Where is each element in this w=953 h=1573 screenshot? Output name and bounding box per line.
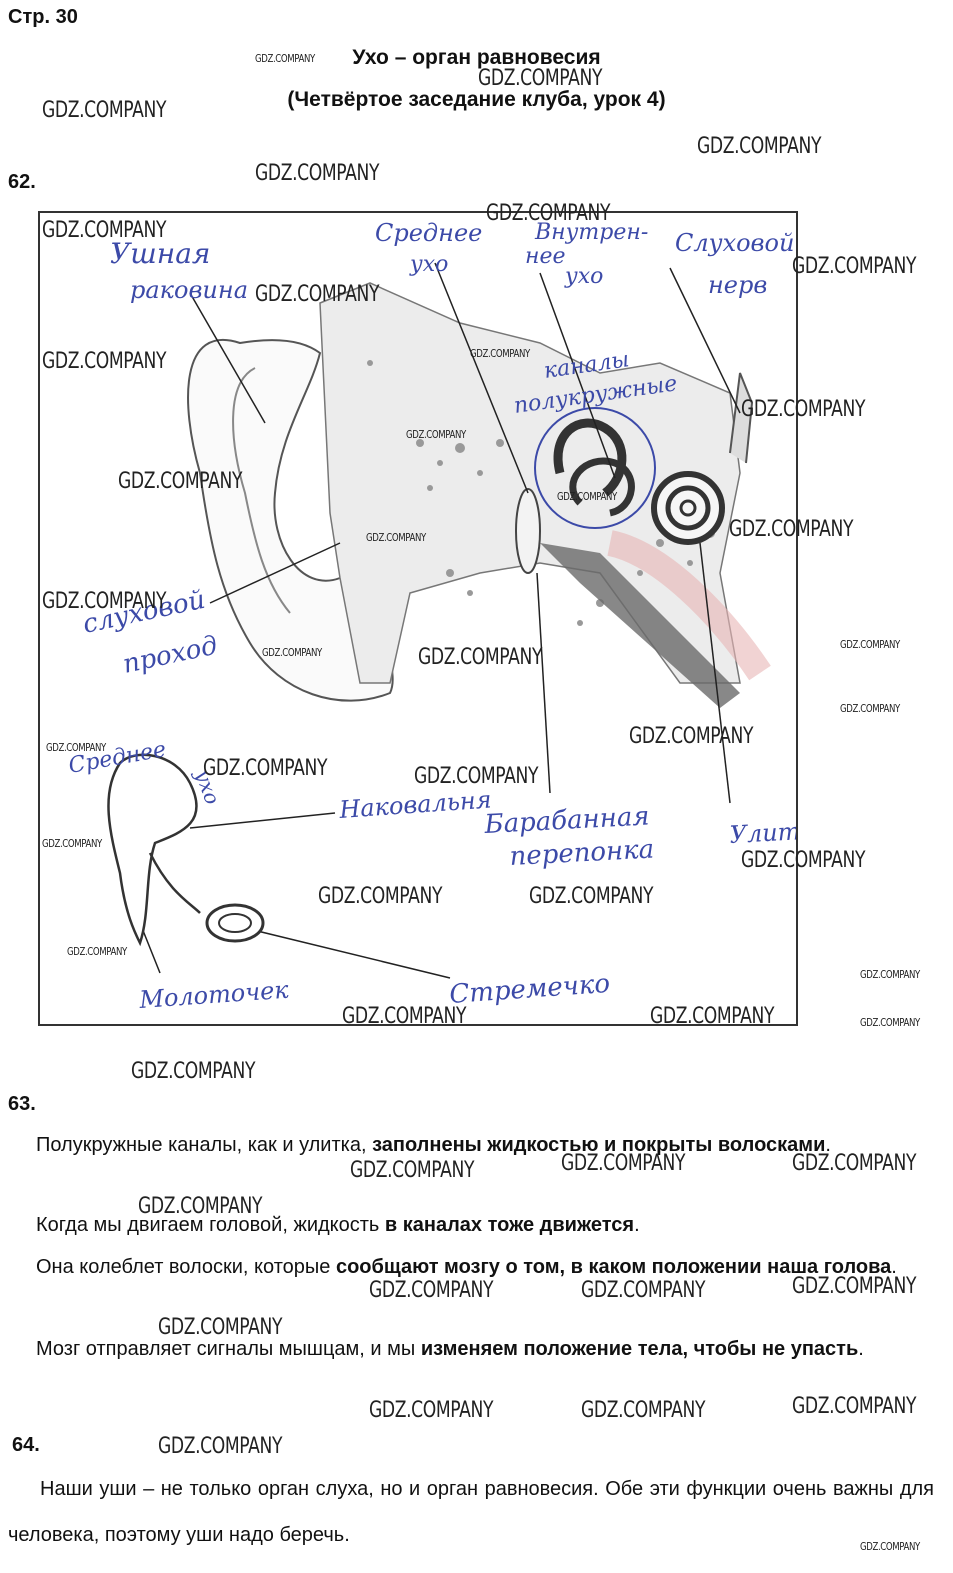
watermark: GDZ.COMPANY [131, 1059, 256, 1084]
outer-ear-shape [187, 339, 394, 702]
label-auditory-nerve-1: Слуховой [675, 229, 794, 257]
label-inner-ear-2: нее [525, 244, 566, 269]
task-63-paragraph-4: Мозг отправляет сигналы мышцам, и мы изм… [36, 1338, 864, 1360]
eustachian-tube-shape [540, 543, 740, 708]
stirrup-small-shape [205, 903, 265, 943]
watermark: GDZ.COMPANY [792, 1151, 917, 1176]
watermark: GDZ.COMPANY [138, 1194, 263, 1219]
ear-diagram-frame: Ушная раковина Среднее ухо Внутрен- нее … [38, 211, 830, 1026]
watermark: GDZ.COMPANY [255, 161, 380, 186]
watermark: GDZ.COMPANY [792, 1394, 917, 1419]
task-63-paragraph-2: Когда мы двигаем головой, жидкость в кан… [36, 1214, 640, 1236]
ear-diagram: Ушная раковина Среднее ухо Внутрен- нее … [67, 219, 830, 1014]
task-62-number: 62. [8, 171, 36, 193]
watermark: GDZ.COMPANY [729, 517, 854, 542]
label-middle-ear-1: Среднее [375, 219, 482, 247]
page-title: Ухо – орган равновесия [352, 46, 601, 69]
label-ear-shell-2: раковина [130, 276, 248, 304]
watermark: GDZ.COMPANY [529, 884, 654, 909]
stirrup-inner [218, 913, 252, 933]
label-stirrup: Стремечко [448, 969, 611, 1010]
watermark: GDZ.COMPANY [741, 848, 866, 873]
watermark: GDZ.COMPANY [255, 52, 315, 65]
watermark: GDZ.COMPANY [318, 884, 443, 909]
semicircular-canal-1 [553, 418, 627, 497]
watermark: GDZ.COMPANY [418, 645, 543, 670]
task-63-paragraph-3: Она колеблет волоски, которые сообщают м… [36, 1256, 897, 1278]
watermark: GDZ.COMPANY [557, 490, 617, 503]
task-64-paragraph: Наши уши – не только орган слуха, но и о… [8, 1478, 934, 1546]
label-eardrum-2: перепонка [509, 834, 655, 872]
watermark: GDZ.COMPANY [792, 254, 917, 279]
watermark: GDZ.COMPANY [860, 1540, 920, 1553]
watermark: GDZ.COMPANY [840, 702, 900, 715]
tube-tint [606, 530, 771, 681]
label-auditory-nerve-2: нерв [708, 271, 767, 299]
cochlea-inner [665, 485, 711, 531]
watermark: GDZ.COMPANY [406, 428, 466, 441]
label-hammer: Молоточек [137, 976, 290, 1014]
eardrum-shape [515, 488, 541, 574]
watermark: GDZ.COMPANY [741, 397, 866, 422]
watermark: GDZ.COMPANY [650, 1004, 775, 1029]
label-inner-ear-1: Внутрен- [534, 220, 648, 245]
watermark: GDZ.COMPANY [67, 945, 127, 958]
watermark: GDZ.COMPANY [369, 1278, 494, 1303]
watermark: GDZ.COMPANY [262, 646, 322, 659]
watermark: GDZ.COMPANY [342, 1004, 467, 1029]
label-cochlea: Улитка [729, 816, 796, 849]
watermark: GDZ.COMPANY [629, 724, 754, 749]
watermark: GDZ.COMPANY [860, 968, 920, 981]
watermark: GDZ.COMPANY [581, 1278, 706, 1303]
watermark: GDZ.COMPANY [478, 66, 603, 91]
watermark: GDZ.COMPANY [42, 218, 167, 243]
watermark: GDZ.COMPANY [697, 134, 822, 159]
auditory-nerve-shape [729, 372, 754, 464]
semicircular-canal-2 [569, 457, 635, 517]
cochlea-core [679, 499, 697, 517]
page-subtitle: (Четвёртое заседание клуба, урок 4) [287, 88, 666, 111]
hammer-small-shape [148, 852, 201, 914]
watermark: GDZ.COMPANY [255, 282, 380, 307]
task-63-paragraph-1: Полукружные каналы, как и улитка, заполн… [36, 1134, 831, 1156]
watermark: GDZ.COMPANY [792, 1274, 917, 1299]
label-inner-ear-3: ухо [564, 264, 603, 289]
watermark: GDZ.COMPANY [42, 98, 167, 123]
watermark: GDZ.COMPANY [414, 764, 539, 789]
ear-fold-line [232, 367, 291, 614]
label-anvil: Наковальня [337, 785, 492, 824]
watermark: GDZ.COMPANY [561, 1151, 686, 1176]
canals-circle-mark [534, 407, 656, 529]
watermark: GDZ.COMPANY [369, 1398, 494, 1423]
watermark: GDZ.COMPANY [118, 469, 243, 494]
anvil-small-shape [107, 753, 198, 947]
watermark: GDZ.COMPANY [366, 531, 426, 544]
watermark: GDZ.COMPANY [581, 1398, 706, 1423]
watermark: GDZ.COMPANY [158, 1315, 283, 1340]
label-auditory-canal-2: проход [120, 631, 220, 680]
watermark: GDZ.COMPANY [203, 756, 328, 781]
task-63-number: 63. [8, 1093, 36, 1115]
watermark: GDZ.COMPANY [350, 1158, 475, 1183]
label-middle-ear-2: ухо [409, 252, 448, 277]
cochlea-shape [651, 471, 725, 545]
watermark: GDZ.COMPANY [840, 638, 900, 651]
label-eardrum-1: Барабанная [483, 801, 650, 840]
watermark: GDZ.COMPANY [42, 349, 167, 374]
page-number: Стр. 30 [8, 6, 78, 28]
label-ear-shell-1: Ушная [110, 237, 210, 270]
watermark: GDZ.COMPANY [42, 589, 167, 614]
watermark: GDZ.COMPANY [158, 1434, 283, 1459]
watermark: GDZ.COMPANY [46, 741, 106, 754]
watermark: GDZ.COMPANY [486, 201, 611, 226]
task-64-number: 64. [12, 1434, 40, 1456]
watermark: GDZ.COMPANY [470, 347, 530, 360]
watermark: GDZ.COMPANY [860, 1016, 920, 1029]
watermark: GDZ.COMPANY [42, 837, 102, 850]
